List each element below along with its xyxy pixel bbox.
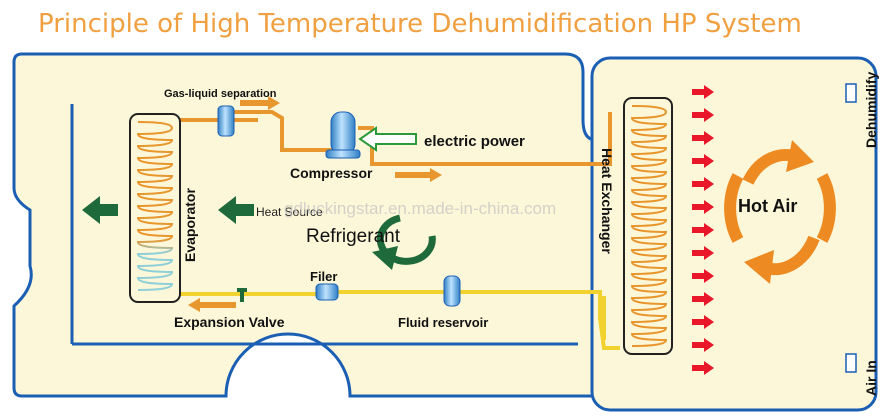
- hot-air-cycle-icon: [724, 140, 836, 284]
- airflow-arrows: [82, 196, 254, 224]
- left-arrow-icon: [218, 196, 254, 224]
- refrigerant-cycle-icon: [372, 214, 436, 270]
- filer: [315, 283, 339, 301]
- air-in-label: Air In: [863, 360, 879, 396]
- filer-label: Filer: [310, 269, 337, 284]
- electric-power-label: electric power: [424, 133, 525, 150]
- right-arrow-icon: [692, 177, 714, 191]
- right-arrow-icon: [692, 85, 714, 99]
- right-arrow-icon: [692, 131, 714, 145]
- expansion-valve-label: Expansion Valve: [174, 314, 285, 330]
- right-arrow-icon: [692, 315, 714, 329]
- gas-liquid-separation-label: Gas-liquid separation: [164, 88, 277, 100]
- liquid-pipes: [176, 290, 620, 350]
- fluid-reservoir: [443, 275, 461, 307]
- right-arrow-icon: [692, 269, 714, 283]
- right-arrow-icon: [692, 246, 714, 260]
- dehumidify-vent: [845, 83, 857, 103]
- pipe-flow-arrows: [188, 168, 442, 312]
- heat-source-label: Heat Source: [256, 205, 323, 219]
- right-arrow-icon: [692, 361, 714, 375]
- heat-exchanger-label: Heat Exchanger: [599, 148, 615, 254]
- watermark: gdluckingstar.en.made-in-china.com: [284, 199, 556, 218]
- refrigerant-label: Refrigerant: [306, 226, 401, 247]
- diagram-title: Principle of High Temperature Dehumidifi…: [38, 9, 802, 39]
- compressor: [325, 111, 361, 159]
- expansion-valve: [237, 288, 247, 302]
- right-arrow-icon: [692, 223, 714, 237]
- left-arrow-icon: [82, 196, 118, 224]
- right-arrow-icon: [692, 292, 714, 306]
- right-arrow-icon: [692, 338, 714, 352]
- evaporator-coil: [129, 113, 181, 303]
- right-arrow-icon: [692, 108, 714, 122]
- dehumidify-label: Dehumidify: [863, 72, 879, 148]
- hot-air-label: Hot Air: [738, 196, 797, 216]
- gas-liquid-separator: [217, 96, 280, 137]
- evaporator-label: Evaporator: [182, 188, 198, 262]
- right-arrow-icon: [692, 200, 714, 214]
- heat-arrows: [692, 85, 714, 375]
- air-in-vent: [845, 353, 857, 373]
- heat-exchanger-coil: [623, 97, 673, 355]
- fluid-reservoir-label: Fluid reservoir: [398, 315, 488, 330]
- electric-power-arrow: [358, 126, 417, 152]
- compressor-label: Compressor: [290, 165, 373, 181]
- right-arrow-icon: [692, 154, 714, 168]
